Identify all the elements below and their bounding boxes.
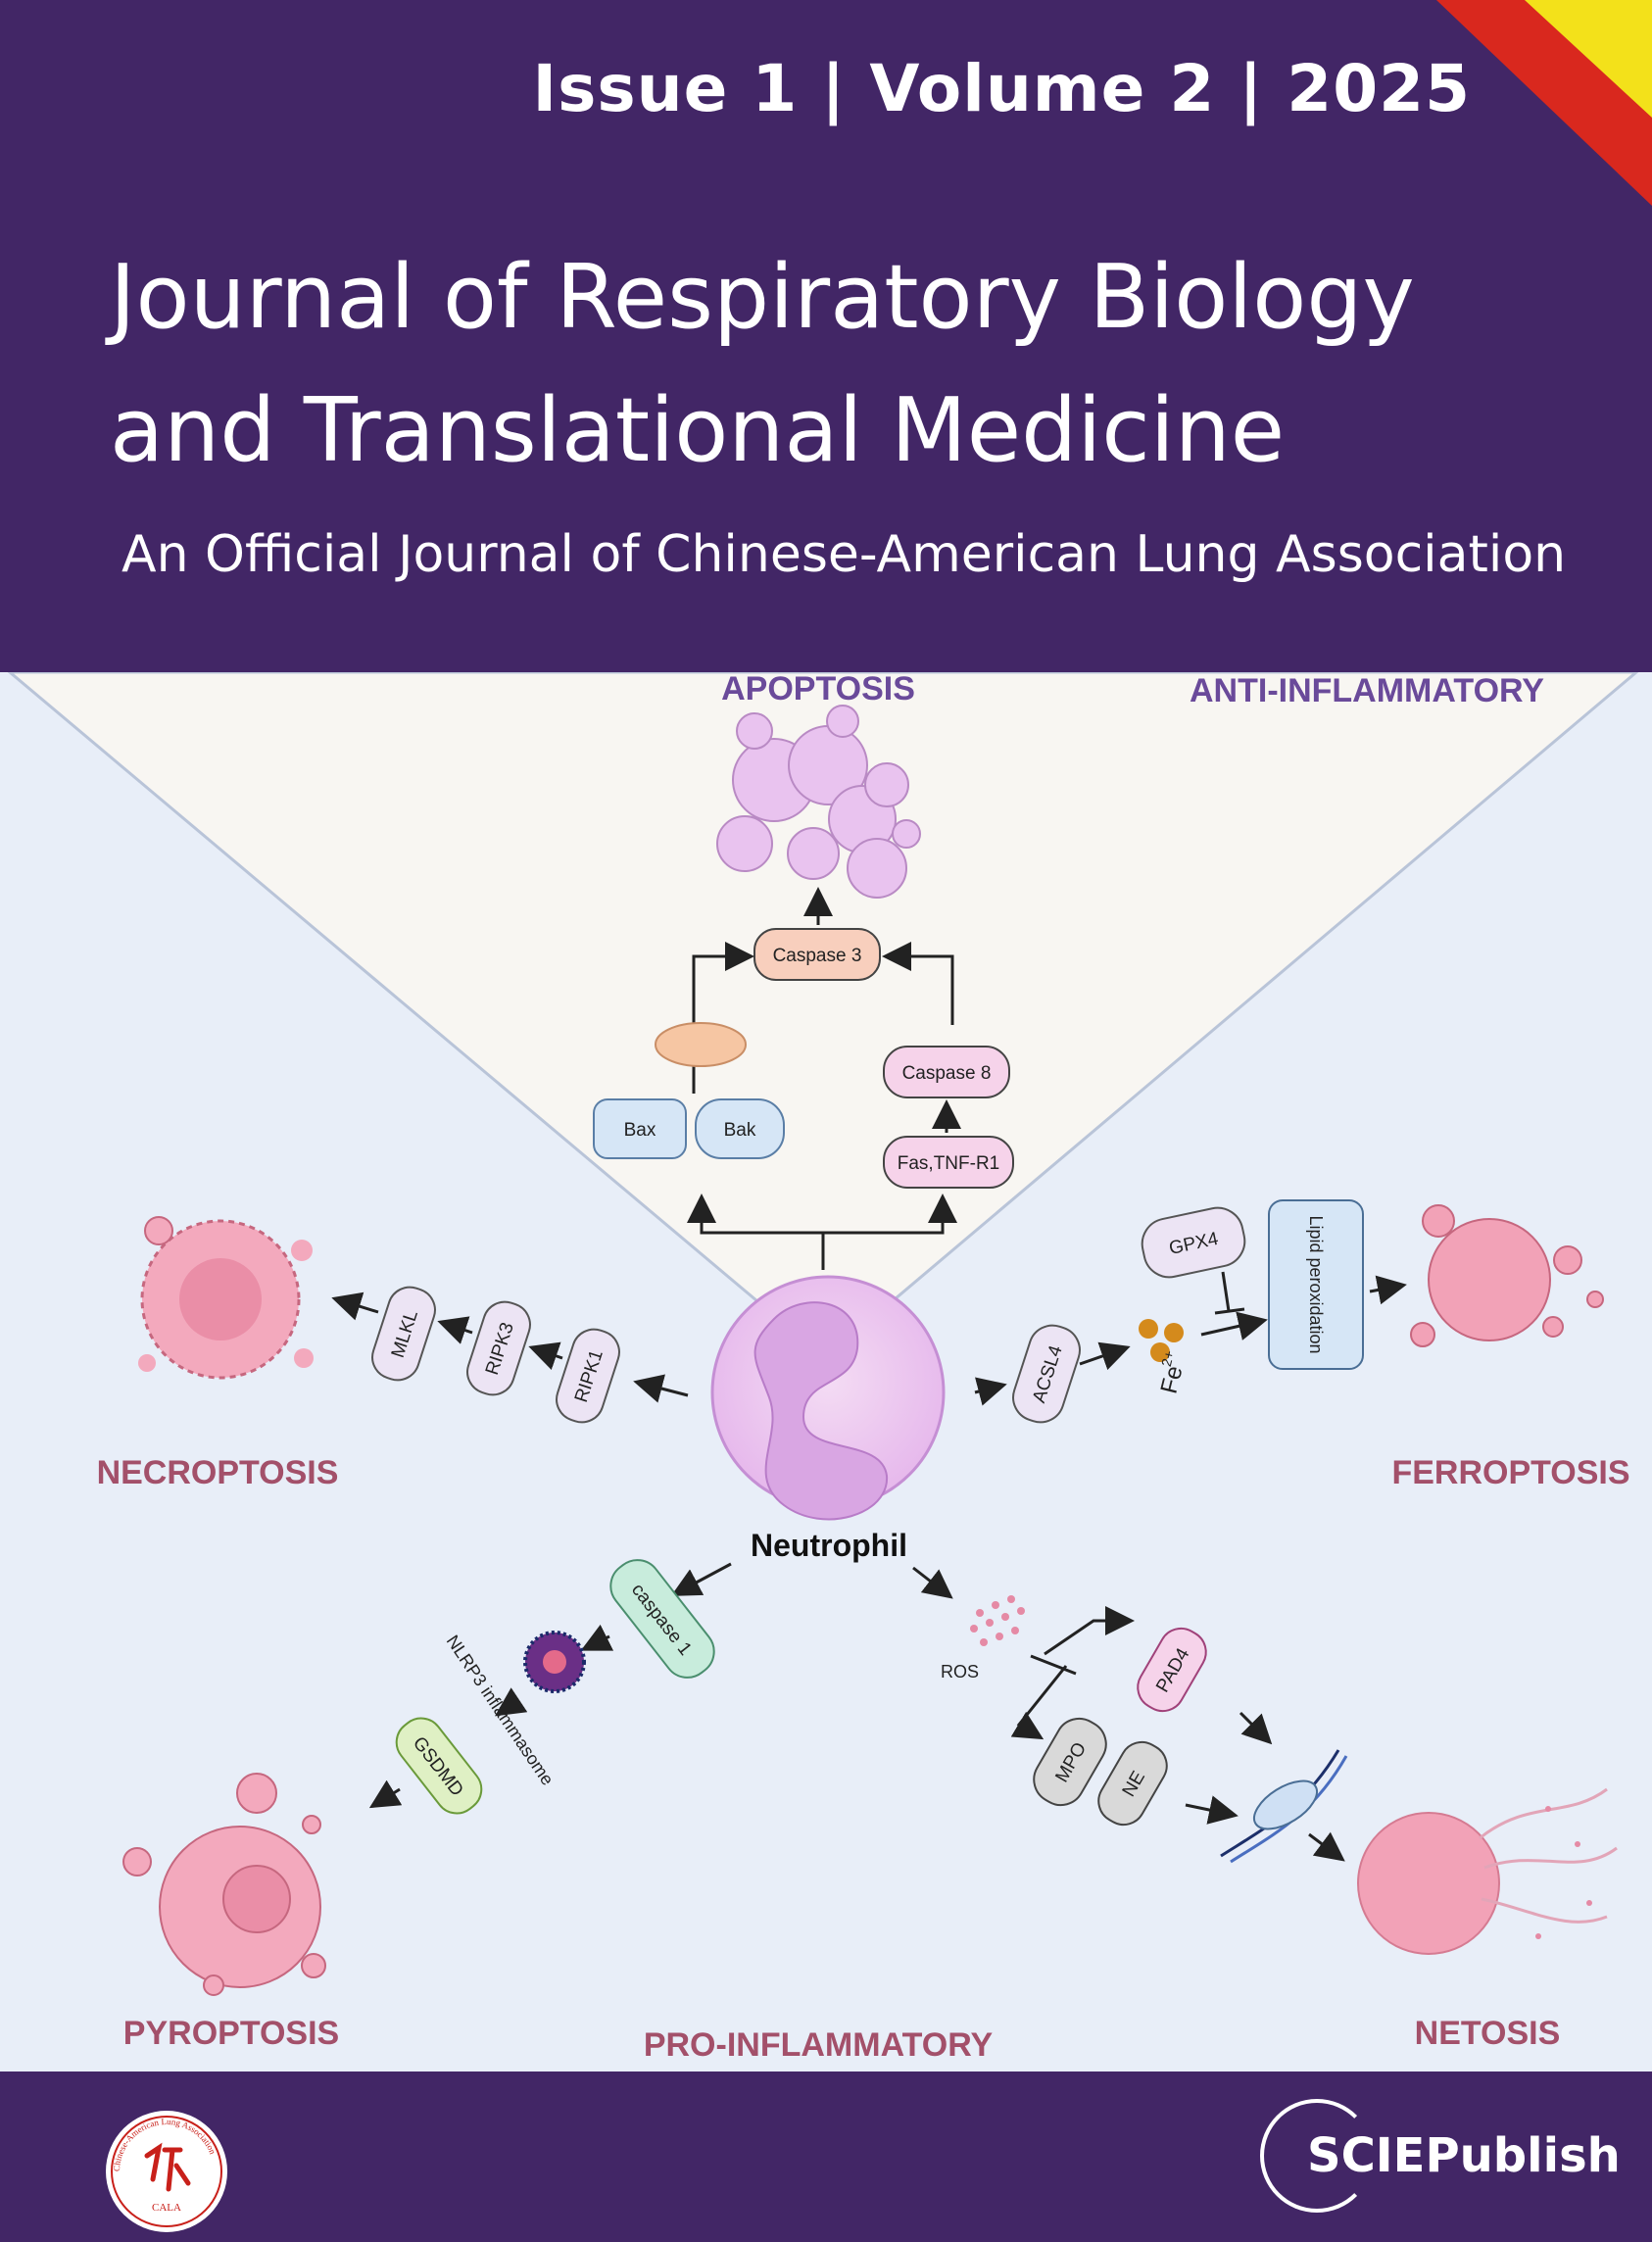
sciepublish-logo: SCIEPublish [1260,2099,1621,2217]
cell-death-diagram: APOPTOSIS ANTI-INFLAMMATORY NECROPTOSIS … [7,672,1639,2064]
chromatin-dna-icon [1220,1749,1348,1864]
iron-ions-icon [1139,1319,1184,1362]
fas-tnfr1-node [883,1136,1014,1189]
footer-band: Chinese-American Lung Association CALA S… [0,2071,1652,2242]
svg-text:Bak: Bak [724,1120,756,1141]
label-netosis: NETOSIS [1415,2015,1561,2052]
gpx4-node: GPX4 [1141,1206,1246,1279]
svg-text:CALA: CALA [152,2202,181,2214]
label-apoptosis: APOPTOSIS [721,672,915,707]
lipid-peroxidation-node: Lipid peroxidation [1268,1199,1364,1370]
publisher-name: SCIEPublish [1307,2128,1621,2183]
ros-label: ROS [941,1662,979,1682]
pyroptotic-cell-illustration [122,1773,326,1996]
ros-particles-icon [970,1595,1025,1646]
caspase8-node [883,1046,1010,1098]
label-pyroptosis: PYROPTOSIS [123,2015,339,2052]
svg-text:Bax: Bax [624,1120,656,1141]
mitochondrion-icon [655,1022,747,1067]
bak-node [695,1098,785,1159]
svg-text:Fas,TNF-R1: Fas,TNF-R1 [898,1153,1000,1174]
apoptosis-triangle [7,672,1639,1360]
label-ferroptosis: FERROPTOSIS [1391,1454,1629,1491]
journal-subtitle: An Official Journal of Chinese-American … [121,525,1567,584]
pad4-node: PAD4 [1137,1627,1207,1713]
apoptotic-cell-illustration [716,705,921,899]
publisher-ring-icon [1260,2099,1374,2213]
label-anti-inflammatory: ANTI-INFLAMMATORY [1190,672,1544,709]
acsl4-node: ACSL4 [1012,1324,1081,1424]
mlkl-node: MLKL [371,1286,436,1382]
ripk1-node: RIPK1 [556,1328,620,1424]
svg-text:Caspase 3: Caspase 3 [773,946,862,966]
cover-figure: APOPTOSIS ANTI-INFLAMMATORY NECROPTOSIS … [0,672,1652,2071]
journal-title-line-2: and Translational Medicine [110,379,1286,482]
caspase3-node [753,928,881,981]
inflammasome-icon [523,1631,586,1693]
cala-association-logo: Chinese-American Lung Association CALA [106,2111,227,2232]
header-band: Issue 1 | Volume 2 | 2025 Journal of Res… [0,0,1652,672]
ne-node: NE [1097,1740,1168,1827]
journal-title-line-1: Journal of Respiratory Biology [110,246,1415,349]
svg-text:Caspase 8: Caspase 8 [902,1063,992,1084]
issue-volume-year: Issue 1 | Volume 2 | 2025 [532,51,1471,126]
bax-node [593,1098,687,1159]
necroptotic-cell-illustration [138,1216,314,1380]
ripk3-node: RIPK3 [466,1300,531,1396]
journal-title: Journal of Respiratory Biology and Trans… [110,231,1619,498]
svg-text:Fe: Fe [1156,1363,1189,1396]
label-necroptosis: NECROPTOSIS [97,1454,339,1491]
mpo-node: MPO [1033,1717,1107,1807]
neutrophil-label: Neutrophil [751,1528,907,1563]
label-pro-inflammatory: PRO-INFLAMMATORY [644,2026,994,2064]
fe-label: Fe 2+ [1156,1349,1189,1396]
corner-flag-decoration [1436,0,1652,206]
neutrophil-nucleus [753,1301,889,1521]
svg-text:Lipid peroxidation: Lipid peroxidation [1306,1215,1326,1353]
ferroptotic-cell-illustration [1410,1204,1604,1347]
netotic-cell-illustration [1357,1787,1618,1955]
caspase1-node: caspase 1 [609,1559,715,1679]
svg-text:2+: 2+ [1158,1349,1177,1368]
gsdmd-node: GSDMD [395,1717,483,1815]
